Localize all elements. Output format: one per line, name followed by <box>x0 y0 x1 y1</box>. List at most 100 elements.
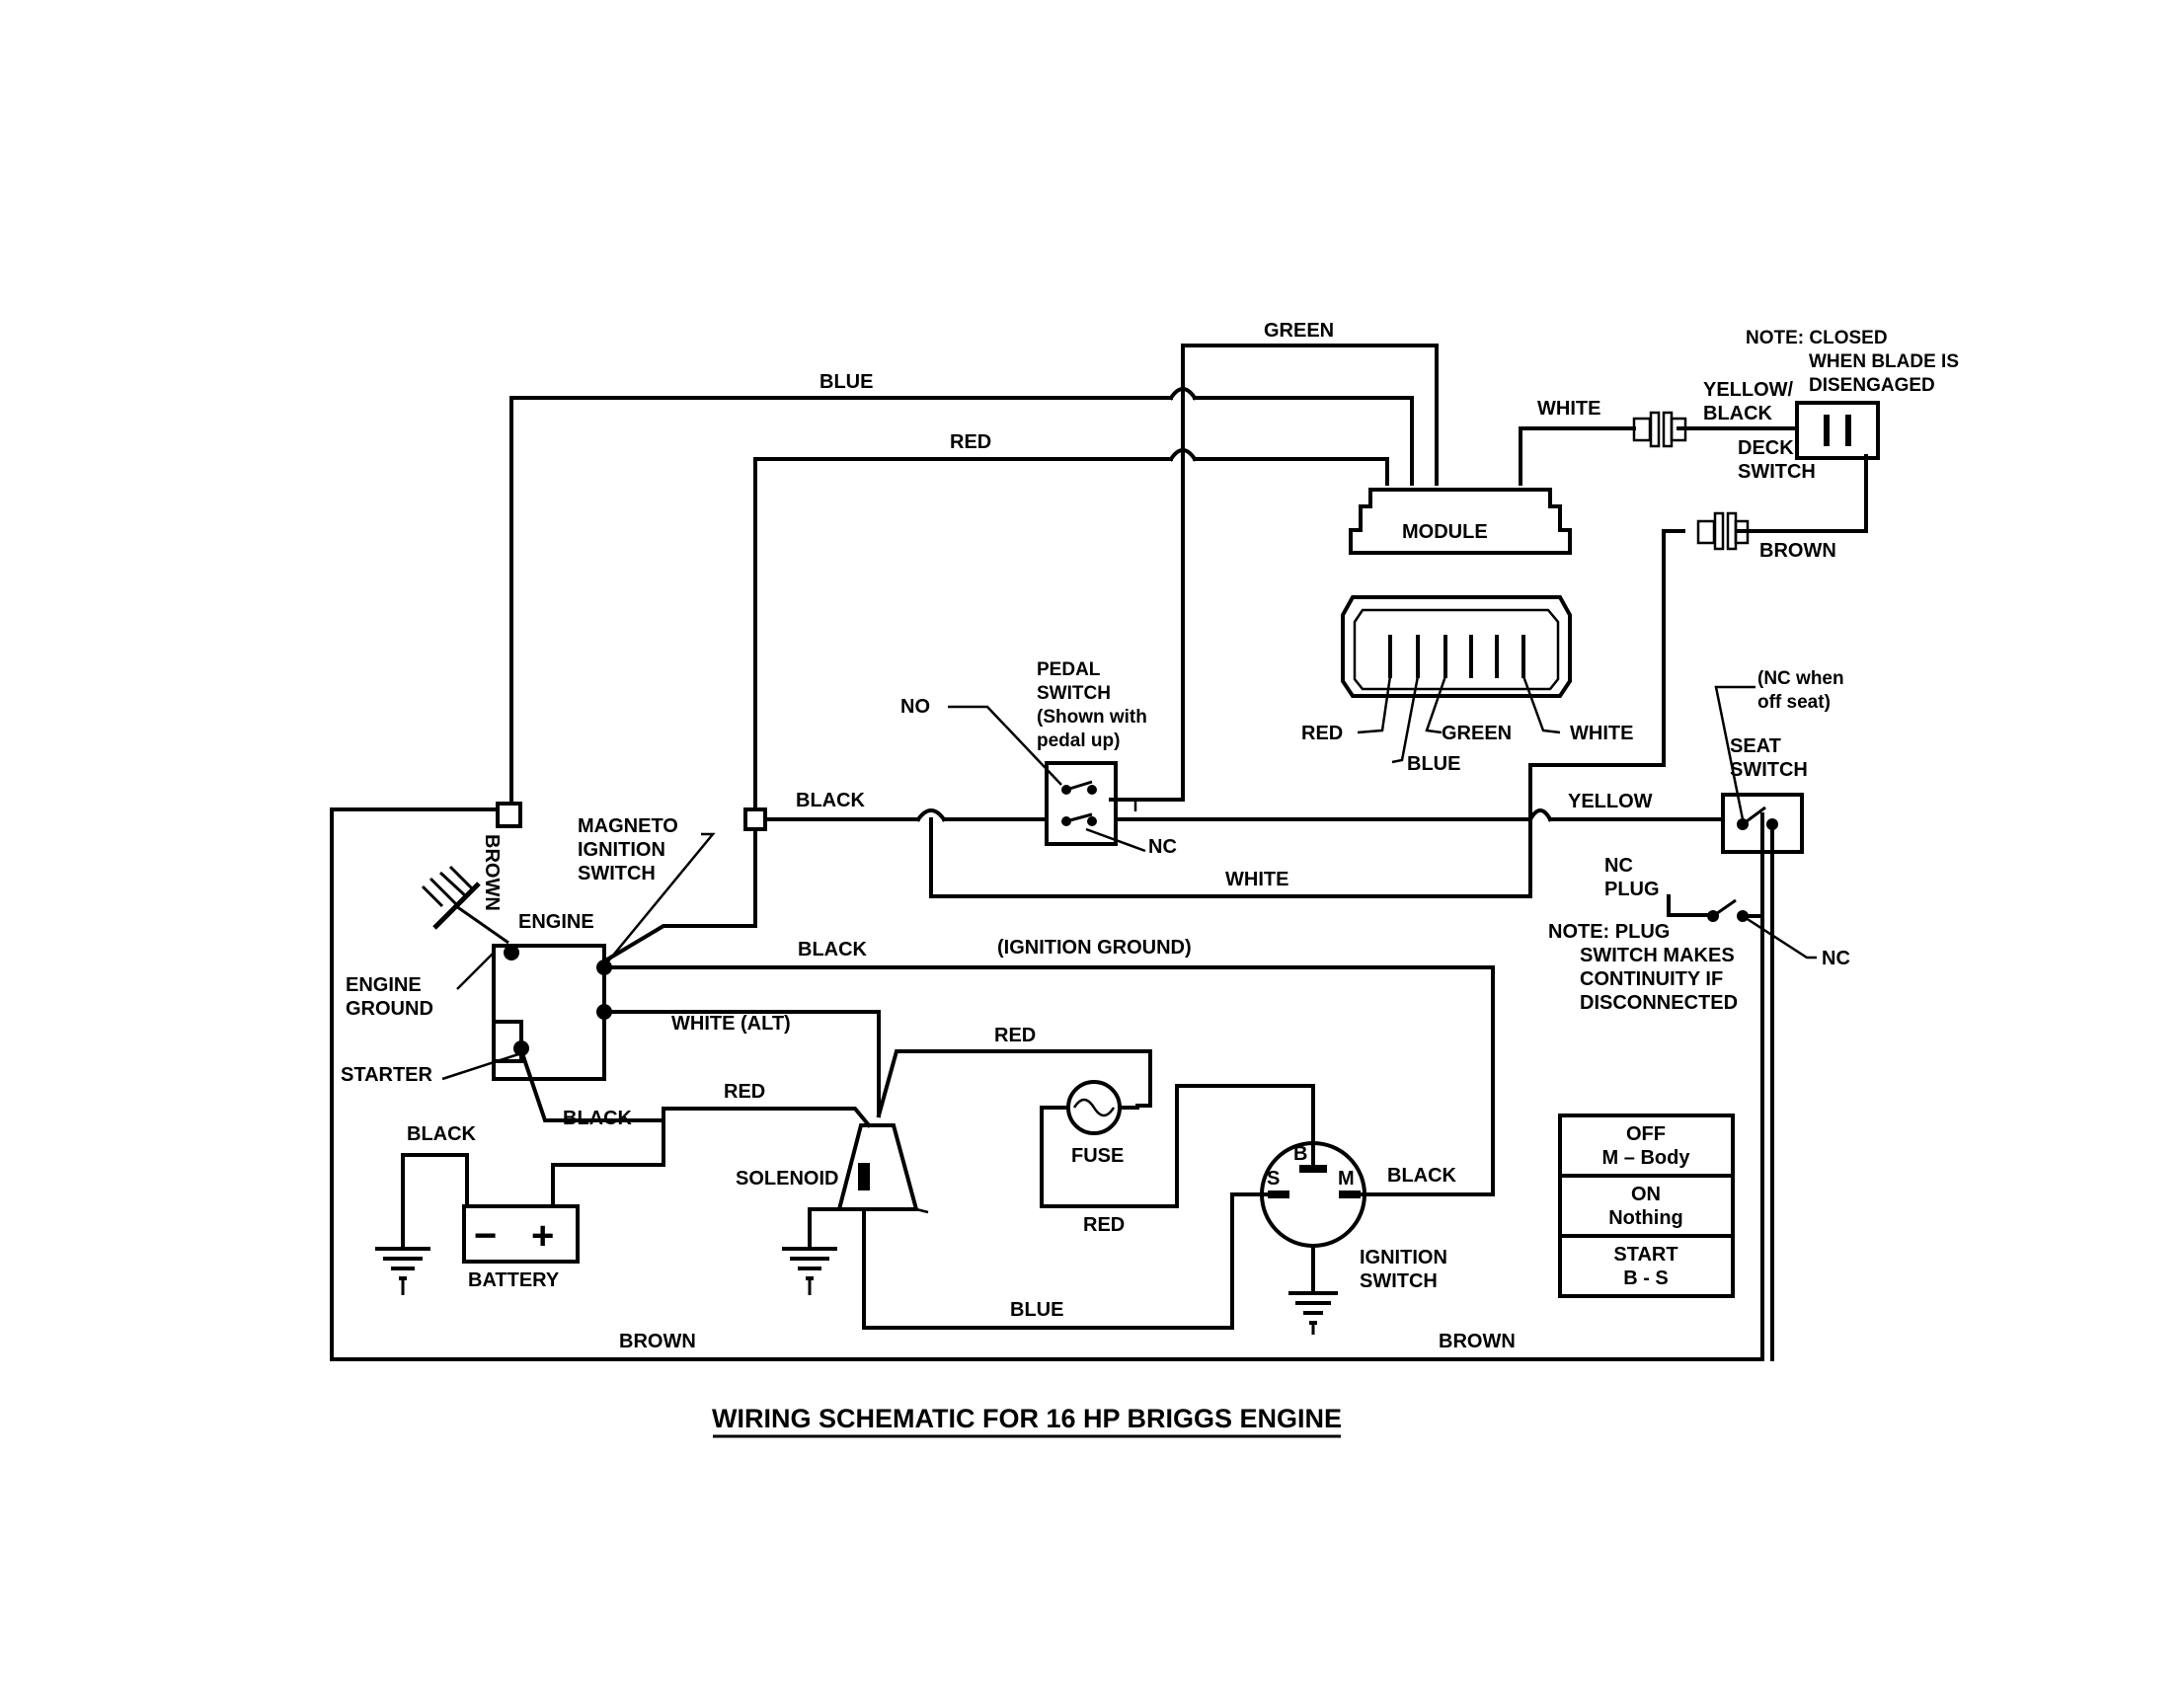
ignition-ground-wire <box>602 965 1495 1196</box>
table-start-contacts: B - S <box>1623 1268 1669 1289</box>
label-deck-note-2: WHEN BLADE IS <box>1809 351 1959 372</box>
diagram-title: WIRING SCHEMATIC FOR 16 HP BRIGGS ENGINE <box>712 1404 1342 1433</box>
yellow-hop <box>1527 808 1553 822</box>
deck-connector-bottom <box>1696 511 1750 551</box>
solenoid-ground-wire <box>808 1207 853 1251</box>
label-black-battery: BLACK <box>407 1123 477 1145</box>
ignition-ground-symbol <box>1288 1246 1338 1335</box>
table-start-state: START <box>1613 1244 1677 1266</box>
starter-terminal <box>513 1040 529 1056</box>
deck-connector-top <box>1632 411 1687 448</box>
label-nc-plug-2: PLUG <box>1604 879 1660 900</box>
pedal-nc-contact-2 <box>1087 816 1097 826</box>
black-battery-wire <box>401 1153 469 1251</box>
table-on-contacts: Nothing <box>1608 1207 1683 1229</box>
brown-outer-loop <box>330 807 1764 1361</box>
label-pedal-nc: NC <box>1148 836 1177 858</box>
black-starter-wire <box>520 1053 665 1208</box>
fuse-element <box>1072 1098 1116 1117</box>
ign-s-terminal <box>1268 1191 1289 1198</box>
label-ignition-ground: (IGNITION GROUND) <box>997 937 1192 959</box>
label-black-starter: BLACK <box>563 1108 633 1129</box>
label-plug-note-1: NOTE: PLUG <box>1548 921 1670 943</box>
battery-minus-symbol: − <box>474 1214 497 1258</box>
label-ign-switch-1: IGNITION <box>1360 1247 1447 1268</box>
module-connector <box>1341 595 1572 698</box>
label-yellow-black-2: BLACK <box>1703 403 1773 424</box>
starter-leader <box>441 1052 519 1081</box>
white-deck-return <box>1528 529 1685 898</box>
label-brown-deck: BROWN <box>1759 540 1836 562</box>
solenoid-body <box>836 1123 919 1211</box>
table-off-state: OFF <box>1626 1123 1666 1145</box>
label-solenoid: SOLENOID <box>736 1168 838 1190</box>
white-alt-wire <box>602 1010 881 1117</box>
pedal-no-leader <box>948 705 1062 786</box>
label-plug-note-2: SWITCH MAKES <box>1580 945 1735 966</box>
label-seat-nc-1: (NC when <box>1757 668 1844 689</box>
label-brown-bottom-left: BROWN <box>619 1331 696 1352</box>
label-plug-note-3: CONTINUITY IF <box>1580 968 1723 990</box>
label-connector-red: RED <box>1301 723 1343 744</box>
label-magneto-2: IGNITION <box>578 839 665 861</box>
white-mid-wire <box>929 817 1532 898</box>
brown-deck-wire <box>1736 454 1868 533</box>
label-deck-1: DECK <box>1738 437 1794 459</box>
engine-body <box>492 944 606 1081</box>
engine-ground-terminal <box>504 945 519 960</box>
label-ign-switch-2: SWITCH <box>1360 1270 1438 1292</box>
magneto-lead <box>599 817 757 965</box>
seat-nc-leader <box>1714 685 1755 820</box>
label-brown-vertical: BROWN <box>481 834 503 911</box>
label-black-ignition: BLACK <box>798 939 868 960</box>
label-blue-top: BLUE <box>819 371 873 393</box>
white-deck-wire <box>1519 426 1636 486</box>
pedal-green-link <box>1111 798 1137 811</box>
label-red-solenoid: RED <box>724 1081 765 1103</box>
junction-square-black <box>743 807 767 831</box>
magneto-leader <box>606 832 716 963</box>
green-wire <box>1109 344 1439 802</box>
ign-m-terminal <box>1339 1191 1361 1198</box>
deck-switch-body <box>1795 401 1880 460</box>
label-engine-ground-2: GROUND <box>346 998 433 1020</box>
junction-square-brown <box>496 802 522 828</box>
alt-terminal <box>596 1004 612 1020</box>
blue-wire-top <box>509 396 1414 811</box>
label-engine: ENGINE <box>518 911 594 933</box>
battery-plus-symbol: + <box>531 1214 554 1258</box>
blue-bottom-wire <box>862 1192 1270 1330</box>
label-brown-bottom-right: BROWN <box>1439 1331 1516 1352</box>
label-yellow-black-1: YELLOW/ <box>1703 379 1794 401</box>
label-seat-1: SEAT <box>1730 735 1781 757</box>
label-deck-note-3: DISENGAGED <box>1809 375 1935 396</box>
red-solenoid-wire <box>662 1107 872 1128</box>
pedal-no-blade <box>1065 780 1093 792</box>
red-fuse-top <box>876 1049 1152 1118</box>
nc-plug-wire <box>1667 894 1710 917</box>
label-black-switch: BLACK <box>1387 1165 1457 1187</box>
table-off-contacts: M – Body <box>1602 1147 1691 1169</box>
switch-table <box>1558 1114 1735 1298</box>
label-connector-white: WHITE <box>1570 723 1633 744</box>
label-fuse: FUSE <box>1071 1145 1124 1167</box>
label-battery: BATTERY <box>468 1269 560 1291</box>
plug-nc-leader <box>1742 914 1817 960</box>
label-magneto-1: MAGNETO <box>578 815 678 837</box>
label-deck-note-1: NOTE: CLOSED <box>1746 328 1888 348</box>
connector-leads <box>1357 675 1561 764</box>
label-module: MODULE <box>1402 521 1488 543</box>
label-blue-bottom: BLUE <box>1010 1299 1063 1321</box>
engine-ground-leader <box>456 952 495 990</box>
pedal-nc-blade <box>1065 812 1093 823</box>
solenoid-core <box>858 1163 870 1191</box>
pedal-nc-leader <box>1085 827 1146 853</box>
label-nc-plug-1: NC <box>1604 855 1633 877</box>
label-red-top: RED <box>950 431 991 453</box>
label-white-deck: WHITE <box>1537 398 1600 420</box>
label-ign-m: M <box>1338 1168 1355 1190</box>
solenoid-tab <box>915 1207 929 1214</box>
label-engine-ground-1: ENGINE <box>346 974 422 996</box>
engine-ground-symbol <box>421 865 509 945</box>
